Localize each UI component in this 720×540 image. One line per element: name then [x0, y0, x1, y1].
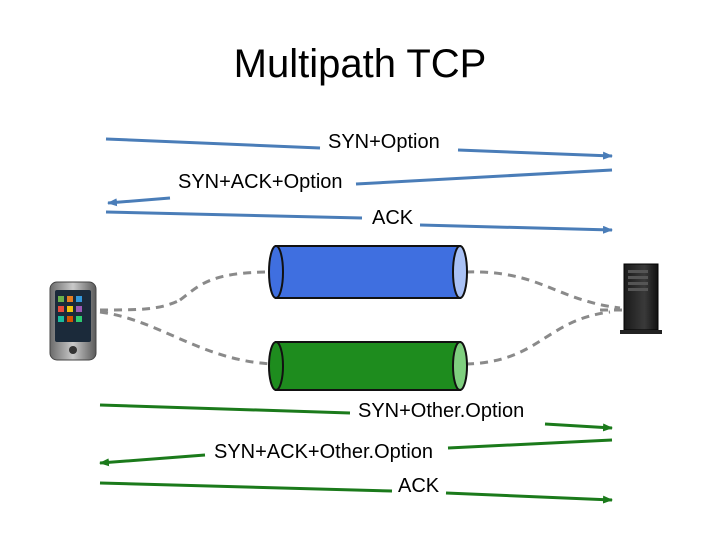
subflow1-pipe — [268, 245, 468, 299]
ack-arrow-tail — [419, 223, 613, 234]
client-lower-path — [99, 310, 273, 366]
syn-arrow-tail — [457, 148, 613, 160]
synack-option-label: SYN+ACK+Option — [178, 171, 343, 194]
smartphone-icon — [49, 281, 97, 361]
synack2-arrow-tail — [447, 438, 613, 450]
syn-arrow — [105, 137, 321, 150]
syn2-arrow-tail — [544, 422, 613, 432]
subflow2-pipe — [268, 341, 468, 391]
handshake1-arrows — [105, 137, 613, 234]
handshake2-arrows — [99, 403, 613, 504]
synack2-arrow-head — [99, 453, 206, 467]
ack2-label: ACK — [398, 475, 440, 498]
synack-arrow-head — [107, 196, 171, 207]
server-lower-path — [465, 310, 611, 366]
ack2-arrow — [99, 481, 393, 493]
client-upper-path — [179, 270, 273, 302]
network-paths — [99, 270, 622, 366]
server-tower-icon — [620, 263, 662, 334]
ack-arrow — [105, 210, 363, 220]
syn-option-label: SYN+Option — [328, 131, 440, 154]
synack-arrow-tail — [355, 168, 613, 186]
ack-label: ACK — [372, 207, 414, 230]
syn-other-option-label: SYN+Other.Option — [358, 400, 525, 423]
client-trunk-path — [99, 298, 181, 312]
ack2-arrow-tail — [445, 491, 613, 504]
page-title: Multipath TCP — [233, 42, 487, 86]
synack-other-option-label: SYN+ACK+Other.Option — [214, 441, 434, 464]
server-upper-path — [465, 270, 621, 310]
syn2-arrow — [99, 403, 351, 415]
